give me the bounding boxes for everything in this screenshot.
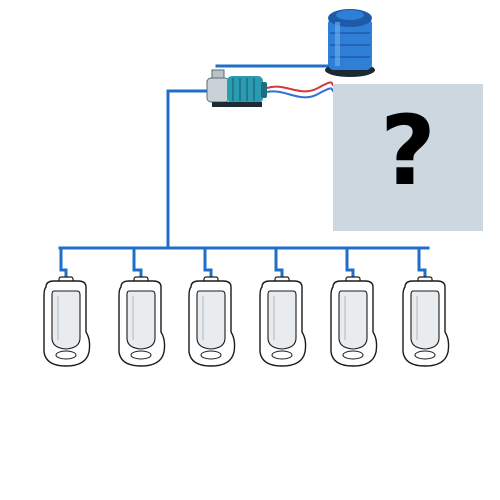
branch-pipe-2: [132, 246, 143, 284]
urinal-drain: [342, 350, 364, 360]
power-wire-blue: [266, 87, 335, 99]
pump-base: [212, 102, 262, 107]
tank-highlight: [335, 22, 340, 66]
urinal-bowl: [338, 290, 368, 350]
branch-pipe-3: [203, 246, 213, 284]
tank-to-pump-pipe: [215, 38, 335, 68]
urinal: [259, 276, 307, 367]
placeholder-question-mark: ?: [380, 95, 436, 207]
urinal: [330, 276, 378, 367]
urinal-bowl: [196, 290, 226, 350]
tank-lid-top: [336, 10, 364, 20]
urinal: [43, 276, 91, 367]
urinal: [402, 276, 450, 367]
water-tank: [325, 9, 375, 77]
branch-pipe-6: [417, 246, 427, 284]
urinal-drain: [55, 350, 77, 360]
power-wire-red: [266, 81, 335, 93]
pump-inlet-flange: [211, 69, 225, 79]
pump-motor-cap: [261, 82, 267, 98]
pump-to-riser-pipe: [166, 89, 215, 250]
urinal: [188, 276, 236, 367]
urinal-bowl: [410, 290, 440, 350]
urinal-bowl: [51, 290, 81, 350]
urinal-drain: [414, 350, 436, 360]
placeholder-box: [333, 84, 483, 231]
water-pump: [206, 69, 335, 107]
unknown-component-placeholder: ?: [333, 84, 483, 231]
urinal-drain: [271, 350, 293, 360]
branch-pipe-1: [59, 246, 68, 284]
pump-housing: [206, 77, 230, 103]
urinal-bowl: [267, 290, 297, 350]
branch-pipe-5: [345, 246, 355, 284]
urinal-drain: [130, 350, 152, 360]
urinal-bowl: [126, 290, 156, 350]
branch-pipe-4: [274, 246, 284, 284]
urinal-drain: [200, 350, 222, 360]
urinal-row: [43, 276, 450, 367]
urinal: [118, 276, 166, 367]
